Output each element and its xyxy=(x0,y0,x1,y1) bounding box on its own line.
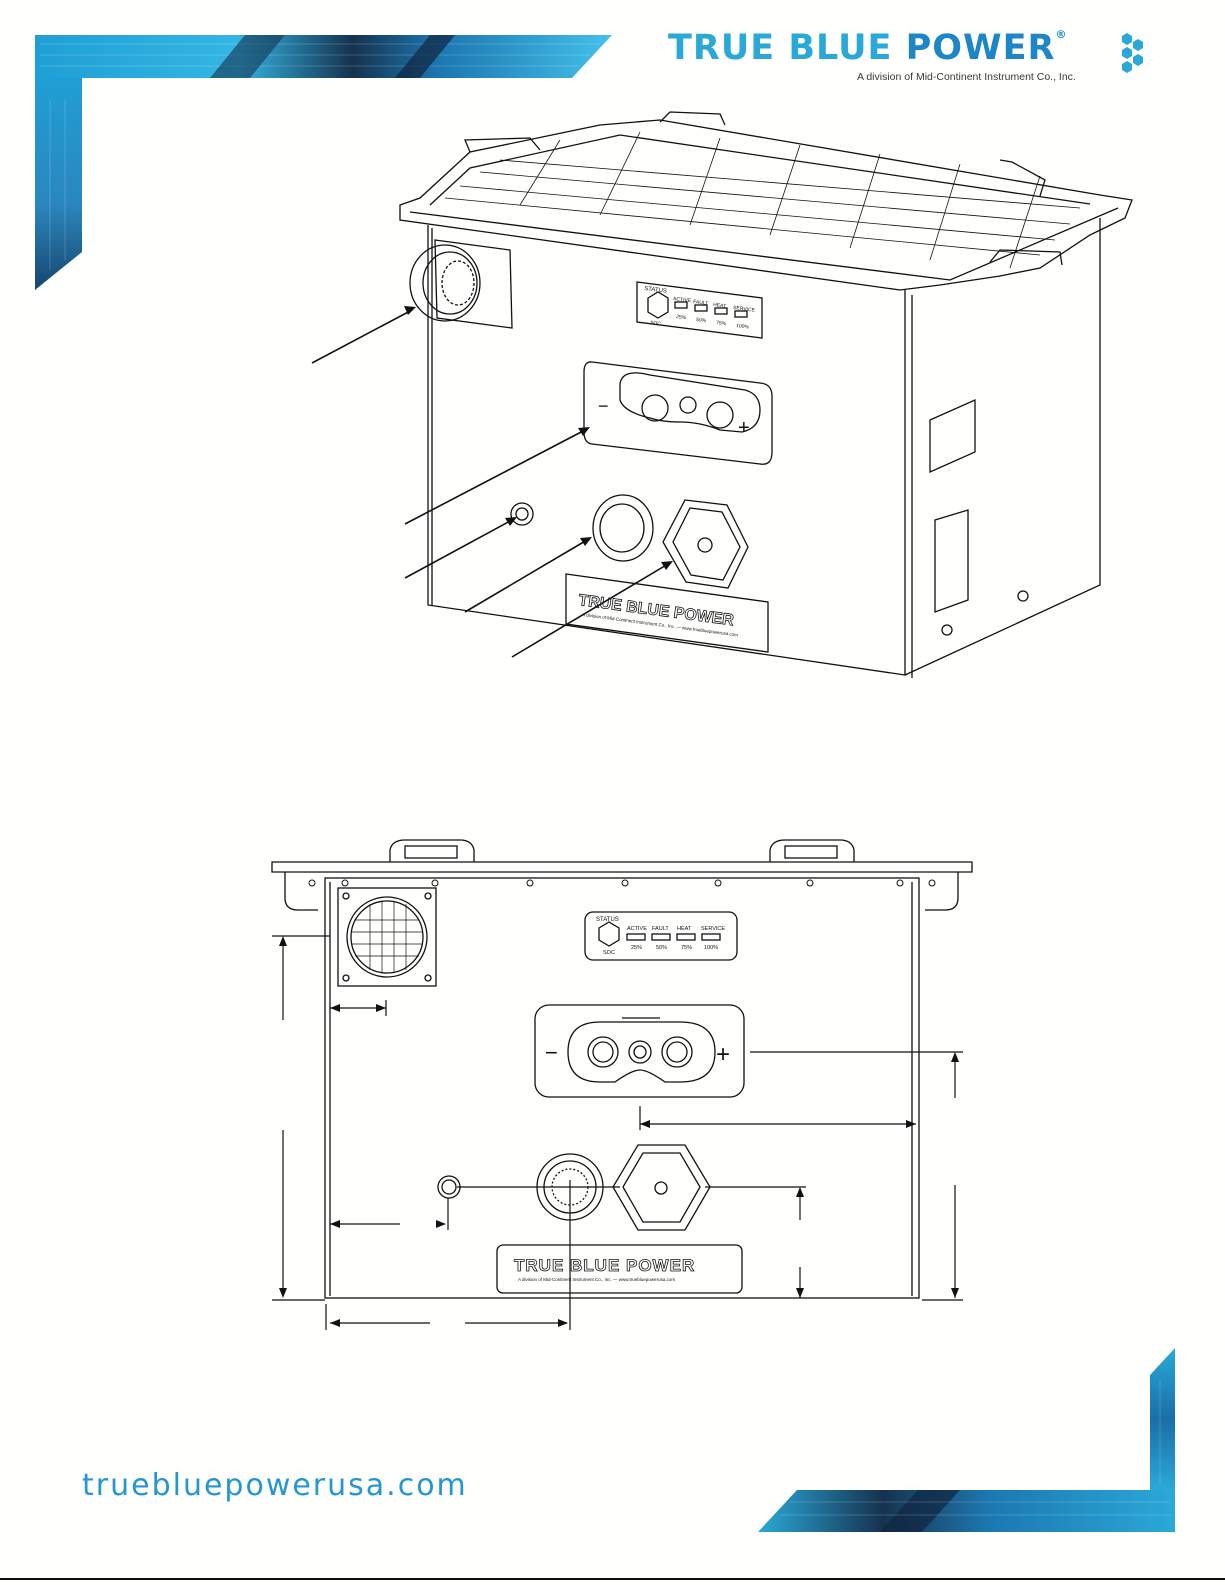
iso-minus-sign: − xyxy=(598,396,609,416)
front-indicator-label: FAULT xyxy=(652,926,669,932)
logo-word-true: TRUE xyxy=(668,28,776,68)
front-handle-left xyxy=(389,839,475,862)
front-indicator-value: 50% xyxy=(656,945,667,951)
front-status-panel xyxy=(584,911,738,961)
front-top-flange xyxy=(271,861,973,873)
logo-subtitle: A division of Mid-Continent Instrument C… xyxy=(857,71,1076,83)
website-url[interactable]: truebluepowerusa.com xyxy=(82,1468,468,1503)
logo-registered-mark: ® xyxy=(1055,28,1068,41)
main-circular-connector xyxy=(409,239,513,329)
logo-word-blue: BLUE xyxy=(788,28,893,68)
iso-nameplate xyxy=(565,573,769,653)
front-indicator-label: SERVICE xyxy=(701,926,725,932)
top-mounting-tray xyxy=(399,111,1133,291)
front-power-receptacle xyxy=(534,1004,745,1098)
footer-banner xyxy=(758,1348,1175,1532)
front-nameplate-brand: TRUE BLUE POWER xyxy=(514,1256,695,1275)
front-indicator-value: 100% xyxy=(704,945,718,951)
front-indicator-value: 25% xyxy=(631,945,642,951)
iso-indicator-label: ACTIVE xyxy=(673,296,692,304)
front-plus-sign: + xyxy=(716,1041,730,1068)
front-soc-label: SOC xyxy=(603,950,615,956)
battery-box-body xyxy=(427,218,1101,678)
iso-indicator-value: 25% xyxy=(676,314,687,321)
iso-vent-port xyxy=(510,502,534,526)
iso-indicator-value: 100% xyxy=(736,323,750,331)
front-minus-sign: − xyxy=(545,1040,558,1065)
front-indicator-label: ACTIVE xyxy=(627,926,647,932)
front-nameplate xyxy=(496,1244,743,1294)
front-status-label: STATUS xyxy=(596,917,619,923)
front-view-drawing: STATUS SOC ACTIVE FAULT HEAT SERVICE 25%… xyxy=(271,839,973,1330)
hexagon-cluster-logo-icon xyxy=(1122,33,1143,73)
front-handle-right xyxy=(769,839,855,862)
iso-status-label: STATUS xyxy=(644,286,667,295)
front-hex-vent-cap xyxy=(612,1144,711,1231)
front-vent-port xyxy=(437,1175,461,1199)
front-box-body xyxy=(324,877,920,1299)
iso-status-panel xyxy=(636,281,763,339)
header-banner xyxy=(35,35,612,290)
leader-arrows xyxy=(311,309,669,658)
iso-power-receptacle xyxy=(583,361,773,465)
iso-indicator-label: SERVICE xyxy=(733,305,756,314)
iso-soc-label: SOC xyxy=(650,320,662,327)
iso-plus-sign: + xyxy=(738,417,750,439)
iso-indicator-value: 75% xyxy=(716,320,727,327)
isometric-drawing: STATUS SOC ACTIVE FAULT HEAT SERVICE 25%… xyxy=(311,111,1133,678)
hex-vent-cap-icon xyxy=(662,499,749,589)
front-indicator-label: HEAT xyxy=(677,926,692,932)
logo-word-power: POWER xyxy=(905,28,1056,68)
iso-indicator-label: FAULT xyxy=(693,299,709,307)
front-nameplate-sub: A division of Mid-Continent Instrument C… xyxy=(518,1277,675,1282)
bottom-rule xyxy=(0,1578,1225,1580)
brand-logo: TRUE BLUE POWER® xyxy=(668,28,1067,68)
iso-data-connector xyxy=(592,494,654,562)
iso-indicator-value: 50% xyxy=(696,317,707,324)
iso-indicator-label: HEAT xyxy=(713,302,727,310)
honeycomb-connector-icon xyxy=(337,887,437,987)
front-indicator-value: 75% xyxy=(681,945,692,951)
